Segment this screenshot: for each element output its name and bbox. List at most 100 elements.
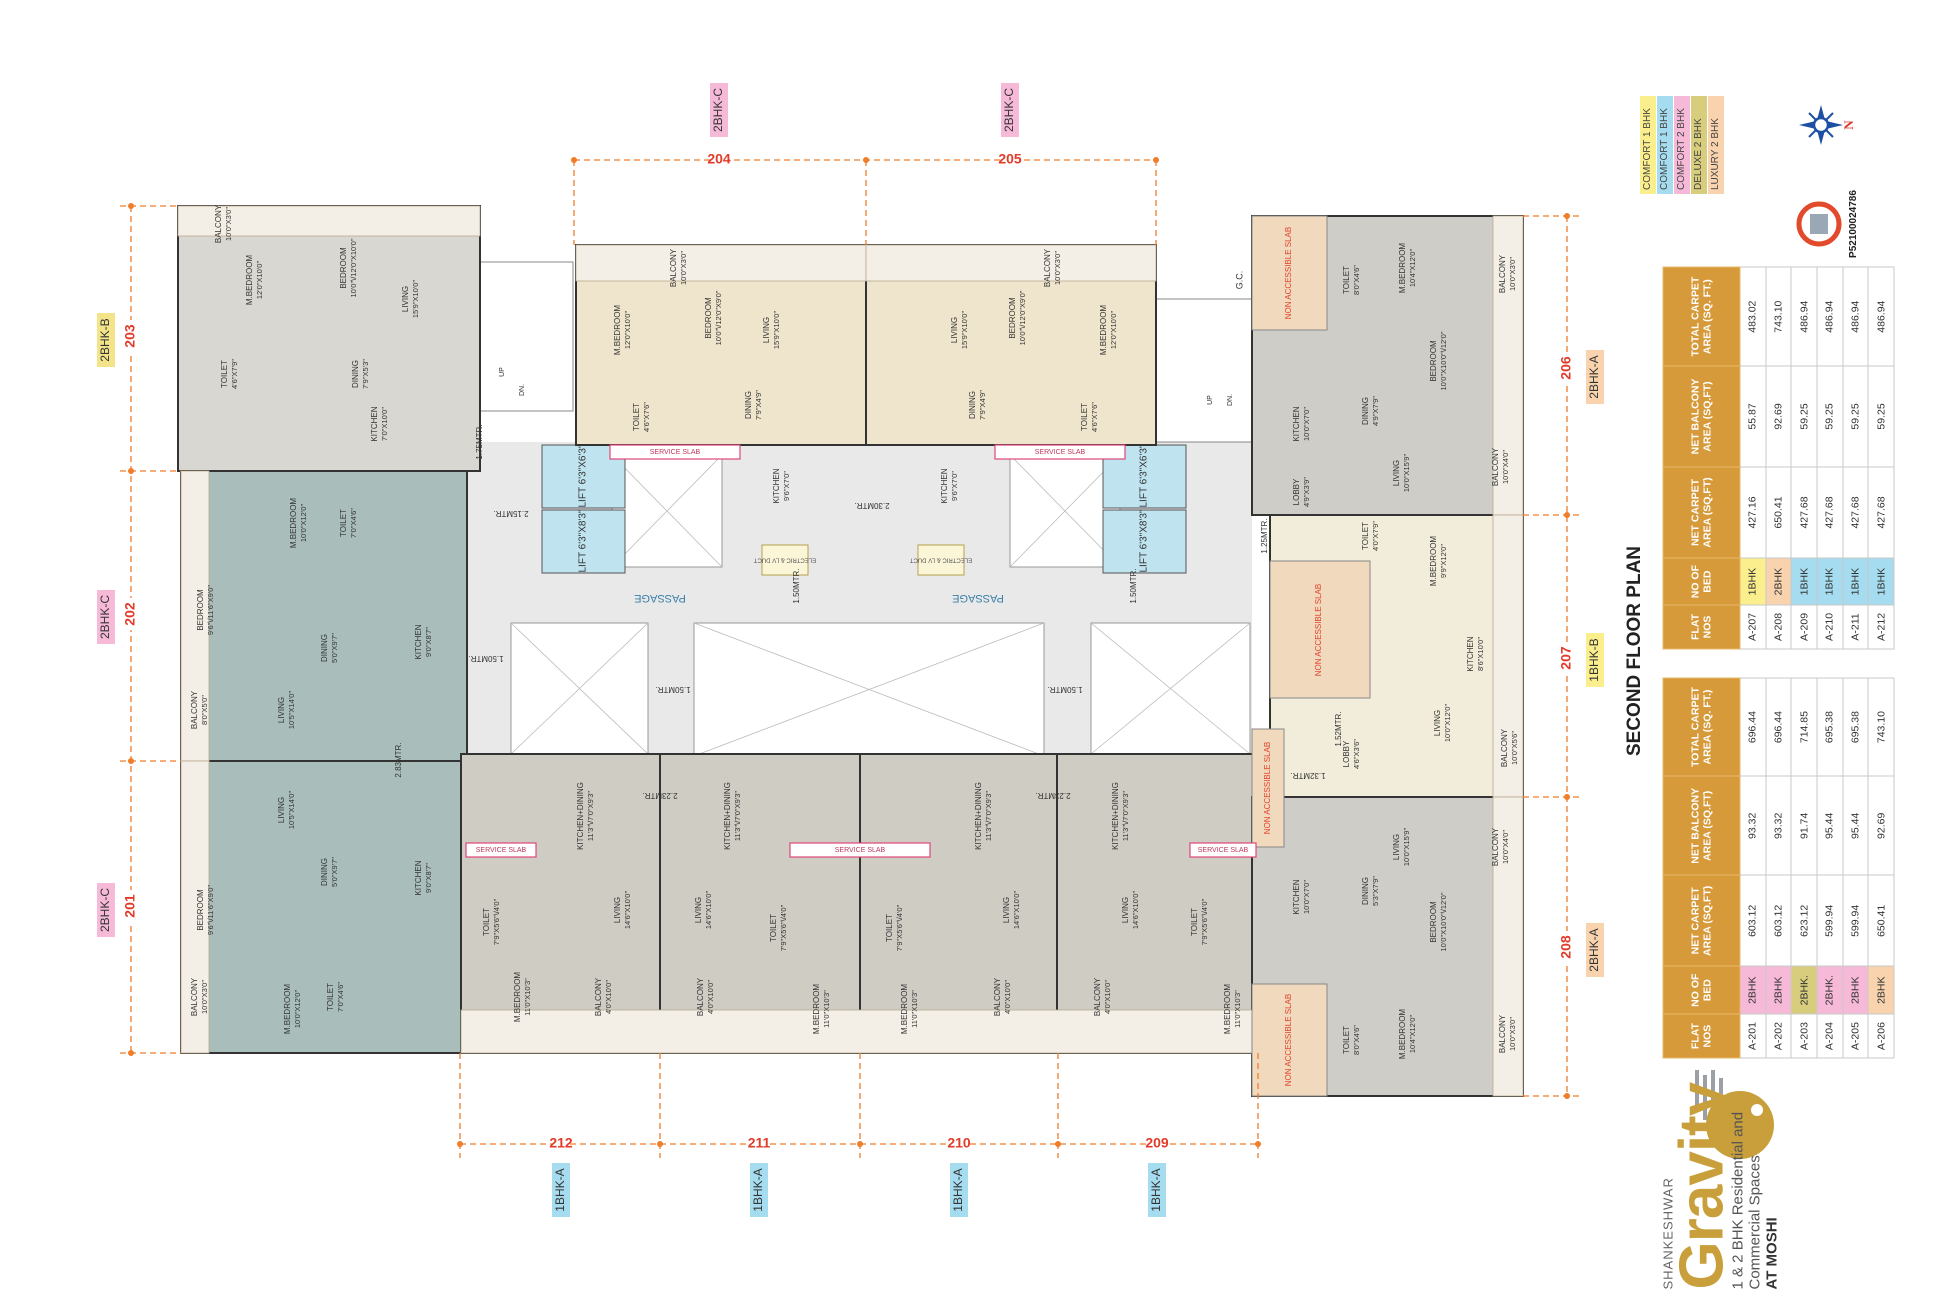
room-size: 10'0"X15'9" [1402, 454, 1411, 493]
unit-type: 2BHK-C [1002, 88, 1016, 132]
room-size: 4'6"X7'9" [230, 359, 239, 389]
unit-type: 2BHK-C [711, 88, 725, 132]
lift-label: LIFT 6'3"X8'3" [1139, 509, 1150, 572]
room-name: KITCHEN [1292, 879, 1301, 914]
unit-type-badge [1586, 633, 1604, 687]
room-size: 10'0"X7'0" [1302, 407, 1311, 441]
room-name: LIVING [950, 317, 959, 343]
room-name: LIVING [277, 797, 286, 823]
room-size: 12'0"X10'0" [1109, 311, 1118, 350]
room-name: TOILET [326, 983, 335, 1011]
passage-label: PASSAGE [634, 592, 686, 604]
staircase-left [479, 261, 574, 412]
brand-name: Gravity [1667, 1082, 1737, 1290]
room-name: TOILET [1080, 403, 1089, 431]
room-name: TOILET [1342, 266, 1351, 294]
cell-bed: 2BHK [1868, 966, 1894, 1015]
room-name: KITCHEN+DINING [974, 782, 983, 850]
room-size: 7'9"X5'6"\/4'0" [779, 904, 788, 951]
room-size: 5'0"X9'7" [330, 633, 339, 663]
brand-globe-icon [1695, 1070, 1774, 1159]
room-size: 8'0"X4'6" [1352, 265, 1361, 295]
non-accessible-slab [1251, 215, 1328, 331]
cell-net-balcony: 93.32 [1740, 776, 1766, 876]
room-size: 7'0"X4'6" [349, 508, 358, 538]
unit-201 [180, 760, 462, 1054]
cell-total: 695.38 [1816, 678, 1843, 777]
clearance-label: 2.30MTR. [854, 501, 889, 510]
cell-flat: A-208 [1765, 604, 1792, 649]
unit-type: 1BHK-A [751, 1168, 765, 1211]
unit-type: 2BHK-B [98, 318, 112, 361]
room-name: BEDROOM [704, 297, 713, 339]
compass-north-icon: N [1799, 105, 1856, 145]
unit-type: 2BHK-A [1587, 355, 1601, 398]
room-size: 11'3"\/7'0"X9'3" [1121, 791, 1130, 841]
legend-item: LUXURY 2 BHK [1708, 96, 1724, 194]
room-name: LIVING [694, 897, 703, 923]
room-name: TOILET [482, 908, 491, 936]
cell-net-balcony: 59.25 [1816, 366, 1843, 467]
duct [761, 544, 809, 576]
cell-bed: 2BHK. [1816, 966, 1843, 1015]
cell-bed: 1BHK [1868, 558, 1894, 605]
room-size: 4'6"X3'6" [1352, 739, 1361, 769]
room-size: 14'6"X10'0" [1012, 891, 1021, 930]
room-name: KITCHEN [1292, 406, 1301, 441]
room-name: LIVING [1002, 897, 1011, 923]
room-name: KITCHEN+DINING [576, 782, 585, 850]
room-size: 10'5"X14'0" [287, 691, 296, 730]
column-header: NET BALCONY AREA (SQ.FT) [1663, 366, 1740, 467]
cell-flat: A-207 [1740, 604, 1766, 649]
unit-type-badge [552, 1163, 570, 1217]
non-accessible-slab-label: NON ACCESSIBLE SLAB [1284, 994, 1293, 1086]
room-size: 10'0"X10'0"\/12'0" [1439, 331, 1448, 390]
cell-flat: A-202 [1765, 1014, 1792, 1058]
room-name: LIVING [613, 897, 622, 923]
duct [917, 544, 965, 576]
room-name: LIVING [762, 317, 771, 343]
room-name: LOBBY [1292, 478, 1301, 505]
room-name: BALCONY [214, 204, 223, 243]
room-name: KITCHEN [772, 468, 781, 503]
unit-type-badge [1001, 83, 1019, 137]
cell-flat: A-205 [1842, 1014, 1869, 1058]
cell-bed: 1BHK [1816, 558, 1843, 605]
room-name: BALCONY [1491, 827, 1500, 866]
room-name: DINING [320, 858, 329, 886]
cell-bed: 2BHK [1765, 966, 1792, 1015]
room-name: LIVING [1433, 710, 1442, 736]
room-size: 10'5"X14'0" [287, 791, 296, 830]
cell-bed: 1BHK [1791, 558, 1817, 605]
cell-total: 695.38 [1842, 678, 1869, 777]
cell-total: 486.94 [1868, 267, 1894, 367]
room-name: TOILET [1361, 522, 1370, 550]
room-size: 15'9"X10'0" [960, 311, 969, 350]
clearance-label: 2.83MTR. [394, 742, 403, 777]
stair-up-label: UP [1207, 395, 1214, 405]
room-size: 4'6"X7'6" [1090, 402, 1099, 432]
room-size: 9'6"\/11'6"X9'0" [206, 885, 215, 935]
room-size: 11'3"\/7'0"X9'3" [733, 791, 742, 841]
room-name: LIVING [401, 286, 410, 312]
unit-type-badge [1586, 923, 1604, 977]
room-name: BALCONY [1498, 254, 1507, 293]
stair-down-label: DN. [1227, 394, 1234, 406]
room-name: TOILET [885, 914, 894, 942]
room-size: 8'6"X10'0" [1476, 637, 1485, 671]
room-size: 9'6"X7'0" [950, 471, 959, 501]
room-name: DINING [1361, 397, 1370, 425]
cell-total: 486.94 [1842, 267, 1869, 367]
unit-202 [180, 470, 468, 762]
clearance-label: 1.50MTR. [1129, 568, 1138, 603]
column-header: FLAT NOS [1663, 1014, 1740, 1058]
room-size: 4'0"X10'0" [1103, 980, 1112, 1014]
room-size: 14'6"X10'0" [1131, 891, 1140, 930]
room-size: 4'6"X7'6" [642, 402, 651, 432]
room-name: BEDROOM [196, 889, 205, 931]
cell-flat: A-203 [1791, 1014, 1817, 1058]
cell-total: 696.44 [1740, 678, 1766, 777]
